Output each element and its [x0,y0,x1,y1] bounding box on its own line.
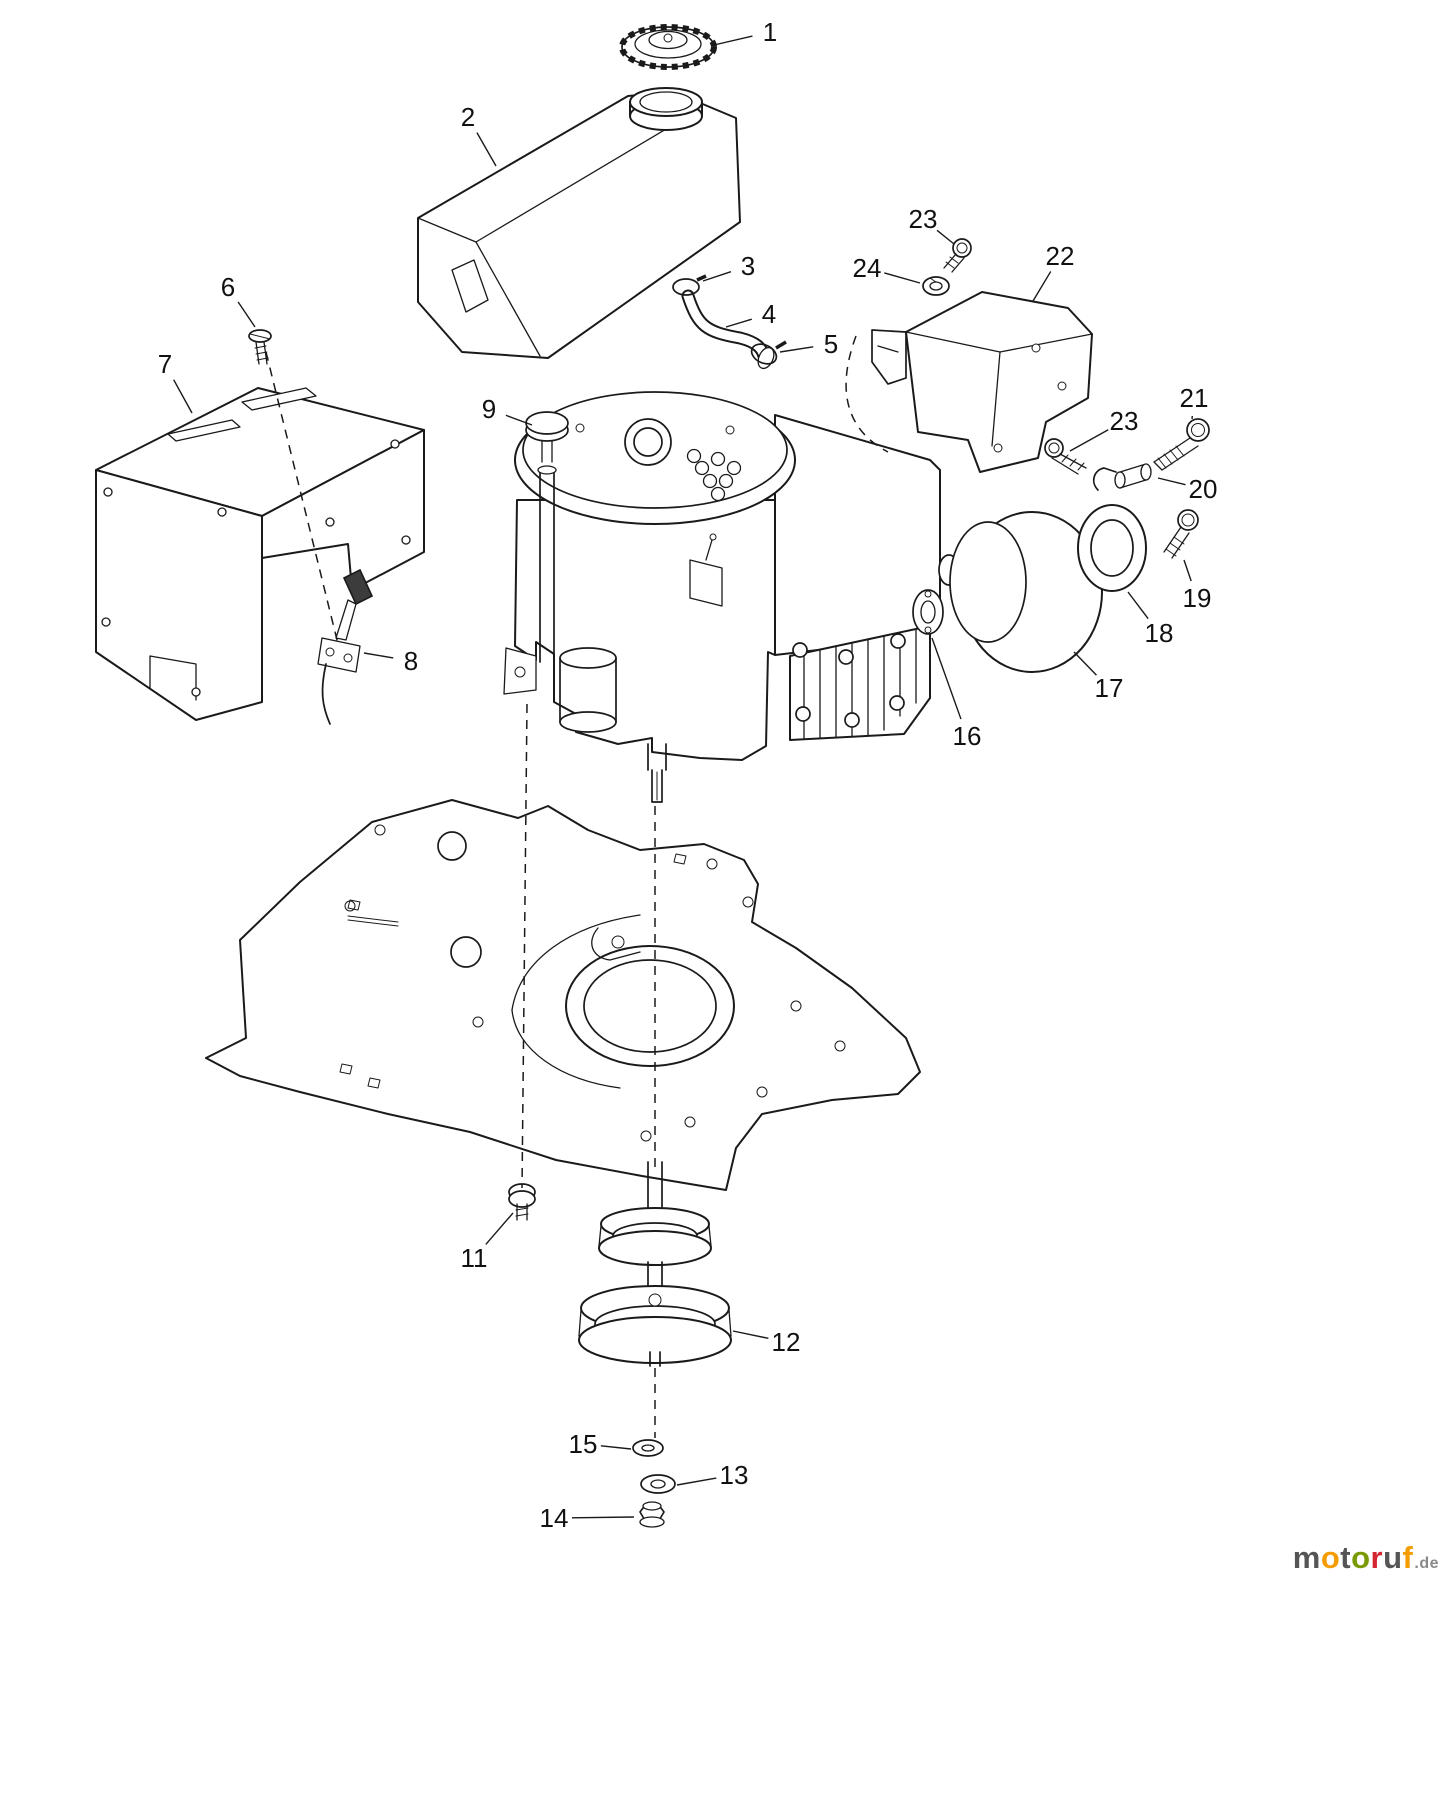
watermark-logo: motoruf.de [1293,1540,1439,1576]
watermark-letter: m [1292,1540,1321,1575]
mounting-screw [248,329,272,365]
washer-13 [640,1474,676,1494]
bolt-23-lower [1044,438,1087,475]
callout-leader-20 [1157,477,1186,486]
alignment-dashed-lines [265,335,889,1438]
watermark-letter: u [1383,1540,1403,1575]
watermark-letter: f [1402,1540,1414,1575]
callout-number-8: 8 [404,646,418,676]
callout-leader-6 [237,301,256,328]
fuel-cap [619,24,717,70]
callout-leader-16 [931,637,962,720]
hose-clamp-upper [672,274,707,296]
callout-leader-17 [1073,651,1097,676]
pulley-stack [578,1161,732,1367]
throttle-control [317,568,374,725]
engine [503,391,941,803]
callout-number-19: 19 [1183,583,1212,613]
heat-shield [95,387,425,721]
callout-leader-9 [505,414,533,426]
hose-clamp-lower [750,340,787,365]
nut-14 [639,1501,665,1528]
muffler [938,511,1103,673]
callout-number-23: 23 [1110,406,1139,436]
callout-leader-19 [1183,559,1192,582]
callout-number-20: 20 [1189,474,1218,504]
callout-number-22: 22 [1046,241,1075,271]
bolt-23-upper [943,238,972,273]
bolt-21 [1153,418,1210,471]
callout-leader-14 [571,1516,635,1519]
callout-number-23: 23 [909,204,938,234]
callout-number-1: 1 [763,17,777,47]
callout-leader-13 [676,1477,717,1486]
callout-leader-12 [732,1330,769,1340]
watermark-letter: o [1320,1540,1341,1575]
callout-leader-24 [884,272,921,284]
callout-number-6: 6 [221,272,235,302]
muffler-ring [1077,504,1147,592]
muffler-guard-bracket [871,291,1093,473]
callout-number-4: 4 [762,299,776,329]
callout-leader-22 [1032,271,1052,302]
callout-number-12: 12 [772,1327,801,1357]
callout-leader-8 [363,652,394,659]
callout-leader-7 [173,379,193,414]
callout-leader-15 [600,1445,632,1450]
exhaust-gasket [912,589,944,635]
callout-number-16: 16 [953,721,982,751]
callout-leader-1 [713,35,753,46]
callout-leader-23 [1069,429,1109,452]
callout-leader-3 [702,271,732,282]
callout-number-13: 13 [720,1460,749,1490]
callout-number-17: 17 [1095,673,1124,703]
callout-number-9: 9 [482,394,496,424]
screw-19 [1163,509,1199,559]
watermark-letter: t [1340,1540,1352,1575]
callout-leader-5 [779,346,814,353]
bolt-11 [508,1183,536,1221]
callout-number-15: 15 [569,1429,598,1459]
callout-leader-23 [936,229,955,245]
watermark-brand-text: motoruf [1293,1540,1414,1576]
callout-leader-4 [725,318,752,328]
watermark-suffix: .de [1414,1555,1439,1572]
callout-number-7: 7 [158,349,172,379]
spacer-pin [1092,463,1152,491]
callout-number-18: 18 [1145,618,1174,648]
fuel-tank [417,87,741,359]
callout-number-21: 21 [1180,383,1209,413]
callout-leader-18 [1127,591,1149,620]
washer-15 [632,1439,664,1457]
callout-number-11: 11 [461,1243,488,1273]
callout-leader-2 [476,132,497,167]
watermark-letter: o [1351,1540,1371,1575]
callout-number-3: 3 [741,251,755,281]
callout-number-24: 24 [853,253,882,283]
callout-number-2: 2 [461,102,475,132]
callout-leader-11 [485,1212,514,1245]
callout-number-14: 14 [540,1503,569,1533]
callout-number-5: 5 [824,329,838,359]
chassis-frame [205,799,921,1191]
lock-washer [922,276,950,296]
watermark-letter: r [1370,1540,1384,1575]
